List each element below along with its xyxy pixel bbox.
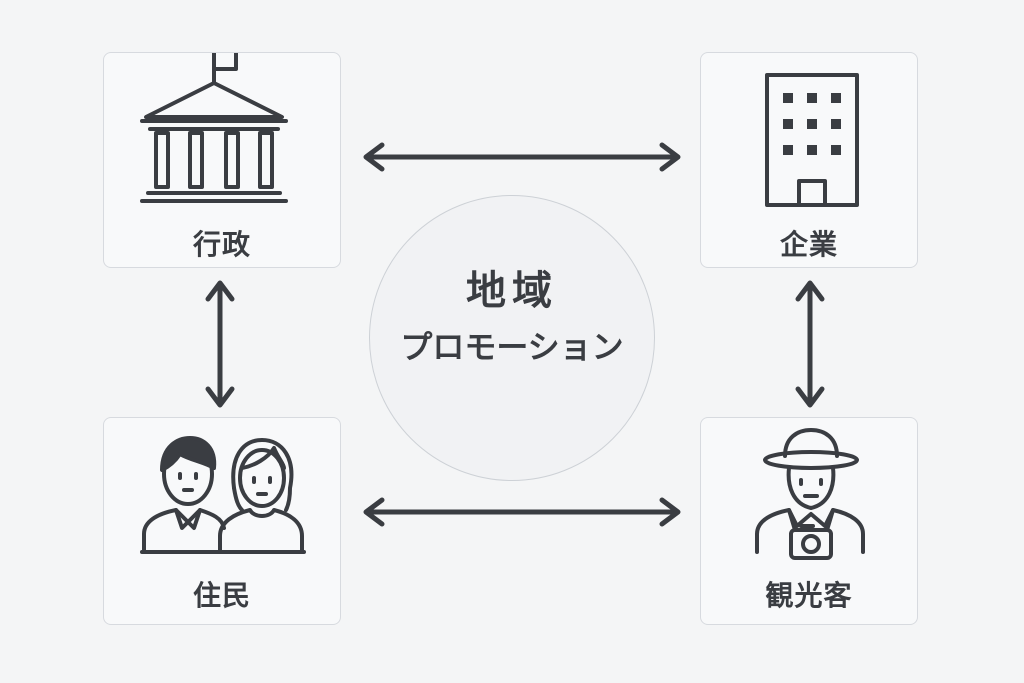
tourist-icon (755, 428, 865, 560)
node-government-label: 行政 (192, 228, 251, 261)
arrow-government-residents (205, 280, 235, 408)
node-government: 行政 (103, 52, 341, 268)
woman-figure (218, 438, 304, 552)
node-company: 企業 (700, 52, 918, 268)
arrow-government-company (363, 142, 681, 172)
arrow-company-tourist (795, 280, 825, 408)
center-hub: 地域 プロモーション (369, 195, 655, 481)
man-figure (142, 436, 226, 552)
node-tourist-label: 観光客 (765, 579, 853, 612)
center-title-line2: プロモーション (400, 328, 624, 366)
node-residents: 住民 (103, 417, 341, 625)
residents-icon (140, 436, 306, 554)
node-company-label: 企業 (779, 228, 838, 261)
office-building-icon (765, 73, 859, 207)
node-tourist: 観光客 (700, 417, 918, 625)
node-residents-label: 住民 (192, 579, 251, 612)
government-building-icon (140, 53, 288, 203)
center-title-line1: 地域 (466, 268, 558, 314)
arrow-residents-tourist (363, 497, 681, 527)
